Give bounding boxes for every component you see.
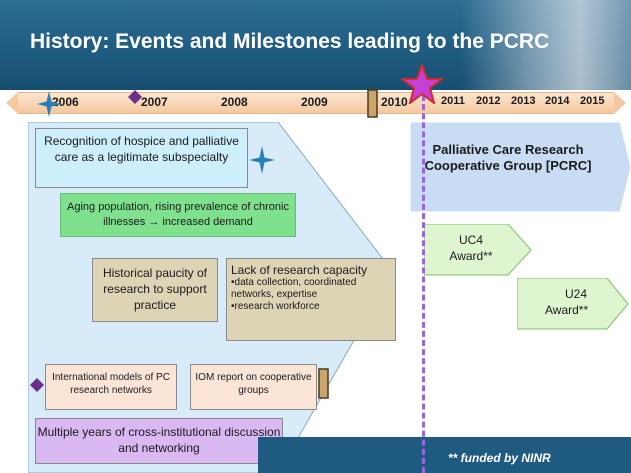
research-capacity-item: •data collection, coordinated networks, … <box>231 277 357 300</box>
star-icon <box>401 64 443 104</box>
title-photo-decoration <box>461 0 631 90</box>
diamond-icon <box>128 90 142 104</box>
timeline-left-arrow <box>6 92 18 114</box>
year-2008: 2008 <box>221 95 248 109</box>
research-capacity-box: Lack of research capacity •data collecti… <box>226 258 396 341</box>
u24-award-name: U24 <box>565 287 588 301</box>
sparkle-icon <box>37 91 61 117</box>
timeline-band <box>18 92 614 114</box>
year-2013: 2013 <box>511 95 536 107</box>
year-2006: 2006 <box>52 95 79 109</box>
u24-award-label: U24 Award** <box>545 286 631 318</box>
bar-marker-icon <box>367 89 378 118</box>
uc4-award-suffix: Award** <box>449 249 493 263</box>
multiple-years-box: Multiple years of cross-institutional di… <box>35 418 283 464</box>
historical-paucity-box: Historical paucity of research to suppor… <box>92 258 218 322</box>
research-capacity-title: Lack of research capacity <box>231 263 368 277</box>
diamond-icon <box>30 378 44 392</box>
footer-note: ** funded by NINR <box>448 451 551 465</box>
international-models-box: International models of PC research netw… <box>45 364 177 410</box>
timeline-right-arrow <box>614 92 626 114</box>
u24-award-chevron <box>517 278 629 330</box>
uc4-award-chevron <box>424 224 532 276</box>
recognition-box: Recognition of hospice and palliative ca… <box>35 128 248 188</box>
bar-marker-icon <box>318 368 329 399</box>
iom-report-box: IOM report on cooperative groups <box>190 364 317 410</box>
slide-title: History: Events and Milestones leading t… <box>30 30 550 53</box>
aging-population-box: Aging population, rising prevalence of c… <box>60 193 296 237</box>
pcrc-label: Palliative Care Research Cooperative Gro… <box>424 142 592 173</box>
year-2009: 2009 <box>301 95 328 109</box>
year-2011: 2011 <box>441 95 465 107</box>
pcrc-chevron <box>410 122 631 212</box>
uc4-award-name: UC4 <box>458 233 483 247</box>
research-capacity-item: •research workforce <box>231 301 320 312</box>
timeline: 2006 2007 2008 2009 2010 2011 2012 2013 … <box>0 90 631 118</box>
uc4-award-label: UC4 Award** <box>436 232 506 264</box>
year-2012: 2012 <box>476 95 501 107</box>
u24-award-suffix: Award** <box>545 303 589 317</box>
year-2007: 2007 <box>141 95 168 109</box>
footer-band <box>258 437 631 473</box>
year-2010: 2010 <box>381 95 408 109</box>
pcrc-start-dashed-line <box>422 86 425 473</box>
year-2014: 2014 <box>545 95 570 107</box>
year-2015: 2015 <box>580 95 605 107</box>
sparkle-icon <box>249 146 275 174</box>
